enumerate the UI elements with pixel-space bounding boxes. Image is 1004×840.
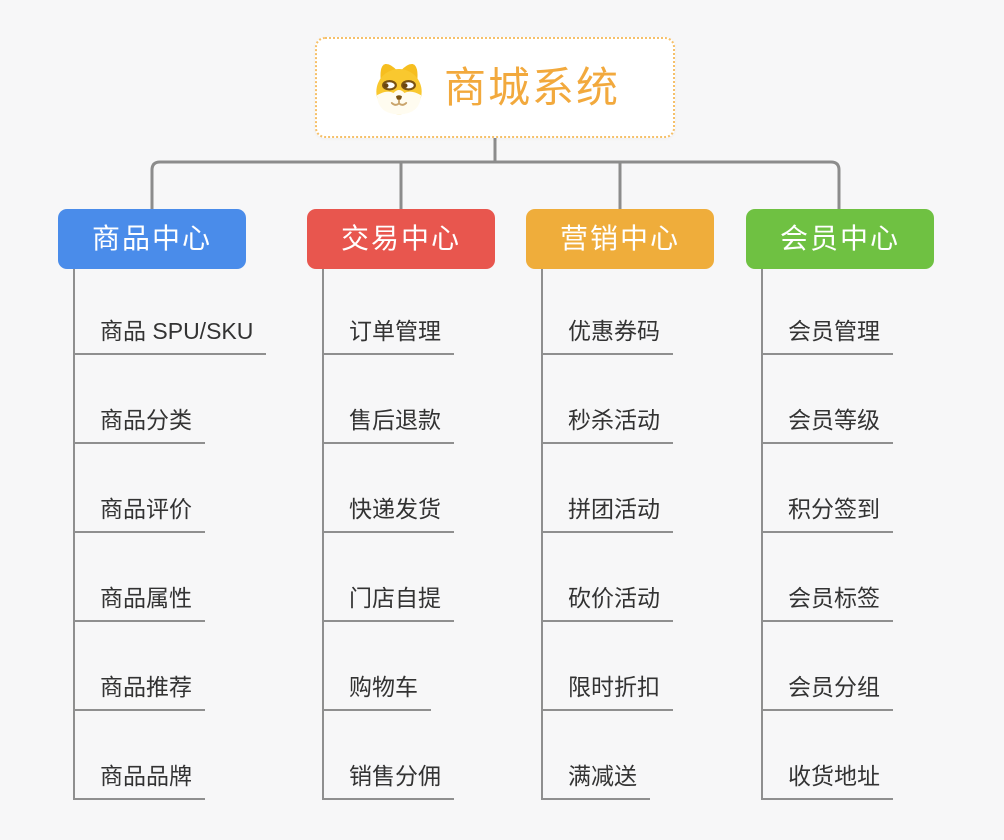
branch-spine-line — [541, 269, 543, 798]
leaf-node[interactable]: 销售分佣 — [322, 761, 454, 800]
leaf-label: 商品属性 — [100, 585, 192, 611]
leaf-node[interactable]: 砍价活动 — [541, 583, 673, 622]
leaf-label: 商品评价 — [100, 496, 192, 522]
leaf-node[interactable]: 优惠券码 — [541, 316, 673, 355]
branch-node-3[interactable]: 营销中心 — [526, 209, 714, 269]
leaf-node[interactable]: 门店自提 — [322, 583, 454, 622]
leaf-node[interactable]: 积分签到 — [761, 494, 893, 533]
leaf-label: 砍价活动 — [568, 585, 660, 611]
leaf-label: 购物车 — [349, 674, 418, 700]
leaf-label: 会员分组 — [788, 674, 880, 700]
leaf-label: 积分签到 — [788, 496, 880, 522]
branch-node-4[interactable]: 会员中心 — [746, 209, 934, 269]
branch-spine-line — [761, 269, 763, 798]
branch-label: 商品中心 — [91, 223, 212, 254]
leaf-node[interactable]: 收货地址 — [761, 761, 893, 800]
leaf-node[interactable]: 满减送 — [541, 761, 650, 800]
leaf-label: 订单管理 — [349, 318, 441, 344]
leaf-label: 商品分类 — [100, 407, 192, 433]
leaf-label: 优惠券码 — [568, 318, 660, 344]
leaf-label: 收货地址 — [788, 763, 880, 789]
root-title: 商城系统 — [443, 63, 620, 111]
branch-node-2[interactable]: 交易中心 — [307, 209, 495, 269]
branch-label: 交易中心 — [340, 223, 461, 254]
leaf-node[interactable]: 商品评价 — [73, 494, 205, 533]
leaf-node[interactable]: 商品推荐 — [73, 672, 205, 711]
leaf-label: 商品 SPU/SKU — [100, 318, 254, 344]
leaf-node[interactable]: 会员标签 — [761, 583, 893, 622]
leaf-node[interactable]: 快递发货 — [322, 494, 454, 533]
leaf-label: 销售分佣 — [349, 763, 441, 789]
branch-node-1[interactable]: 商品中心 — [58, 209, 246, 269]
leaf-node[interactable]: 秒杀活动 — [541, 405, 673, 444]
leaf-label: 会员等级 — [788, 407, 880, 433]
leaf-node[interactable]: 限时折扣 — [541, 672, 673, 711]
leaf-node[interactable]: 商品品牌 — [73, 761, 205, 800]
leaf-node[interactable]: 会员等级 — [761, 405, 893, 444]
branch-bus-line — [150, 160, 841, 209]
leaf-label: 会员管理 — [788, 318, 880, 344]
leaf-label: 拼团活动 — [568, 496, 660, 522]
leaf-node[interactable]: 会员管理 — [761, 316, 893, 355]
leaf-node[interactable]: 商品属性 — [73, 583, 205, 622]
branch-spine-line — [73, 269, 75, 798]
leaf-label: 秒杀活动 — [568, 407, 660, 433]
leaf-node[interactable]: 订单管理 — [322, 316, 454, 355]
leaf-node[interactable]: 会员分组 — [761, 672, 893, 711]
branch-label: 营销中心 — [559, 223, 680, 254]
leaf-node[interactable]: 售后退款 — [322, 405, 454, 444]
leaf-label: 门店自提 — [349, 585, 441, 611]
branch-spine-line — [322, 269, 324, 798]
branch-label: 会员中心 — [779, 223, 900, 254]
leaf-label: 限时折扣 — [568, 674, 660, 700]
leaf-node[interactable]: 拼团活动 — [541, 494, 673, 533]
leaf-label: 售后退款 — [349, 407, 441, 433]
dog-face-icon — [376, 63, 422, 114]
leaf-label: 快递发货 — [349, 496, 441, 522]
leaf-node[interactable]: 商品分类 — [73, 405, 205, 444]
root-node[interactable]: 商城系统 — [315, 37, 675, 138]
leaf-node[interactable]: 购物车 — [322, 672, 431, 711]
leaf-label: 满减送 — [568, 763, 637, 789]
leaf-node[interactable]: 商品 SPU/SKU — [73, 316, 267, 355]
leaf-label: 商品推荐 — [100, 674, 192, 700]
leaf-label: 会员标签 — [788, 585, 880, 611]
leaf-label: 商品品牌 — [100, 763, 192, 789]
